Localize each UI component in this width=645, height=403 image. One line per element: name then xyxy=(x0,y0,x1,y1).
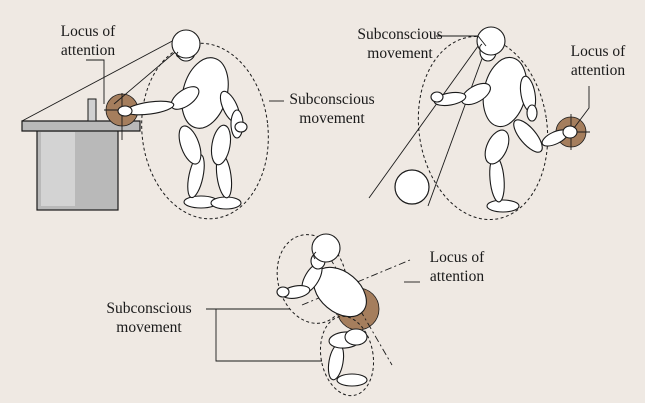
kicking-attention-line-1: Locus of xyxy=(559,42,637,61)
bench-attention-label: Locus of attention xyxy=(49,22,127,60)
lifting-attention-label: Locus of attention xyxy=(418,248,496,286)
bench-attention-line-1: Locus of xyxy=(49,22,127,41)
lifter-figure xyxy=(277,234,376,386)
ball xyxy=(395,170,429,204)
worker-figure xyxy=(118,30,247,209)
kicking-movement-label: Subconscious movement xyxy=(352,25,448,63)
lifting-attention-line-2: attention xyxy=(418,267,496,286)
bench-movement-line-1: Subconscious xyxy=(284,90,380,109)
kicker-figure xyxy=(431,27,577,212)
lifting-panel xyxy=(206,227,420,400)
bench-attention-line-2: attention xyxy=(49,41,127,60)
bench-movement-label: Subconscious movement xyxy=(284,90,380,128)
lifting-attention-line-1: Locus of xyxy=(418,248,496,267)
kicking-attention-label: Locus of attention xyxy=(559,42,637,80)
bench-cabinet-sheen xyxy=(41,132,75,206)
bench-movement-line-2: movement xyxy=(284,109,380,128)
lifting-movement-leader xyxy=(206,309,322,361)
kicking-attention-line-2: attention xyxy=(559,61,637,80)
lifting-movement-line-2: movement xyxy=(94,318,204,337)
lifting-movement-label: Subconscious movement xyxy=(94,299,204,337)
kicking-movement-line-2: movement xyxy=(352,44,448,63)
lifting-movement-line-1: Subconscious xyxy=(94,299,204,318)
bench-workpiece xyxy=(88,99,96,121)
kicking-movement-line-1: Subconscious xyxy=(352,25,448,44)
